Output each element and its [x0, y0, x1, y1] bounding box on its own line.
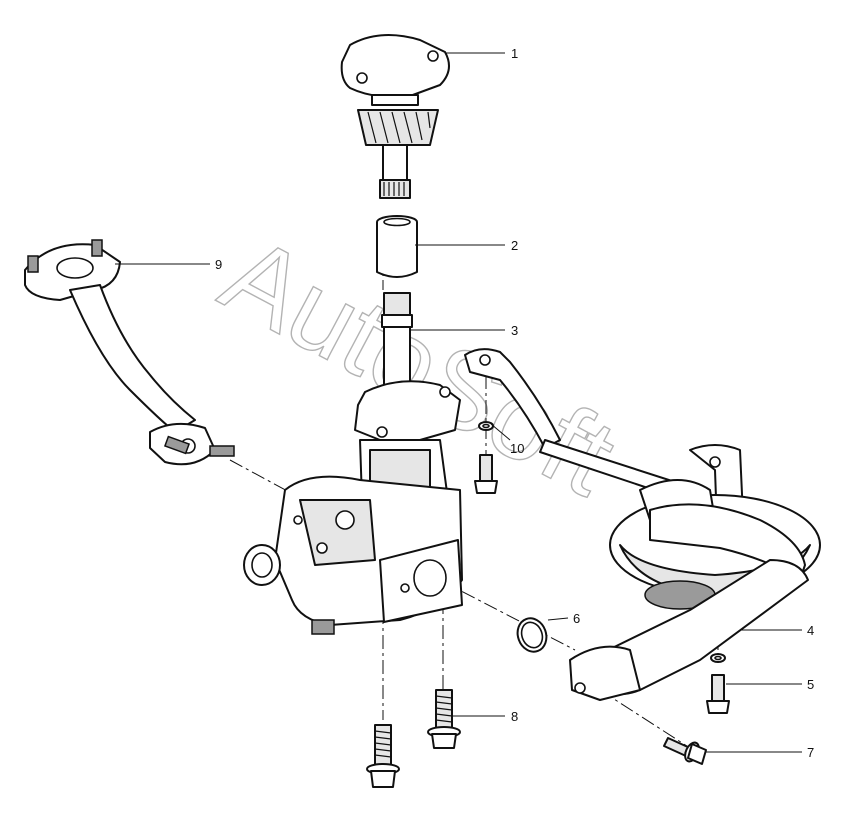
part-1-drive-gear-cover — [340, 34, 450, 199]
callout-labels: 1 2 3 4 5 6 7 8 9 10 — [215, 46, 814, 760]
long-flange-bolt — [366, 724, 400, 788]
part-4-oil-strainer — [464, 348, 821, 701]
callout-10: 10 — [510, 441, 524, 456]
part-7-angled-bolt — [663, 737, 707, 765]
callout-8: 8 — [511, 709, 518, 724]
part-9-inlet-pipe — [24, 239, 235, 466]
part-6-o-ring — [516, 617, 548, 653]
callout-2: 2 — [511, 238, 518, 253]
callout-4: 4 — [807, 623, 814, 638]
oil-pump-housing — [243, 380, 463, 635]
part-2-coupling-sleeve — [376, 215, 418, 278]
part-5-washer-and-bolt — [706, 653, 730, 714]
part-10-washer-and-bolt — [474, 421, 498, 494]
leader-lines — [115, 52, 802, 753]
callout-3: 3 — [511, 323, 518, 338]
part-8-flange-bolt — [427, 689, 461, 749]
callout-9: 9 — [215, 257, 222, 272]
callout-1: 1 — [511, 46, 518, 61]
callout-7: 7 — [807, 745, 814, 760]
callout-6: 6 — [573, 611, 580, 626]
callout-5: 5 — [807, 677, 814, 692]
